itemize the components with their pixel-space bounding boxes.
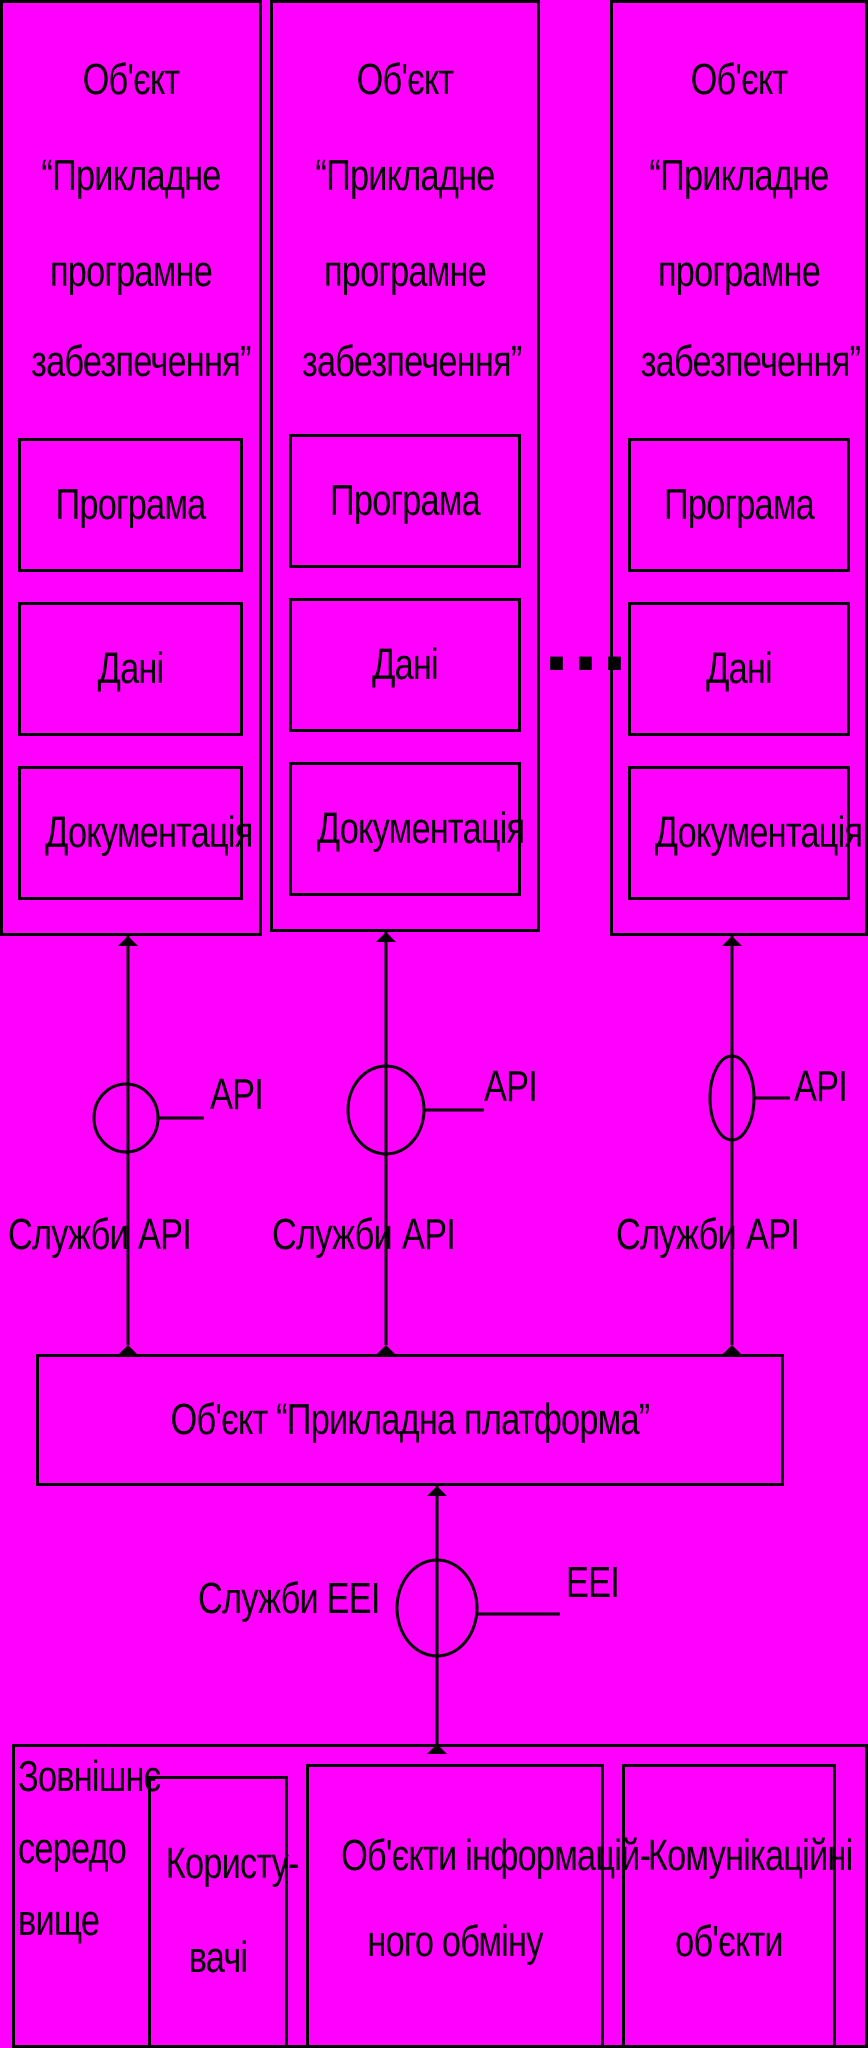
api-label: API — [794, 1062, 848, 1111]
data-label: Дані — [706, 644, 773, 693]
module-title-line: Об'єкт — [356, 55, 455, 104]
environment-title-line: вище — [18, 1896, 100, 1945]
module-title-line: “Прикладне — [41, 151, 221, 200]
app-software-object-3: Об'єкт “Прикладне програмне забезпечення… — [610, 0, 868, 936]
environment-title-line: середо — [18, 1824, 127, 1873]
program-box-1: Програма — [18, 438, 243, 572]
module-title-line: “Прикладне — [649, 151, 829, 200]
module-title-line: програмне — [657, 247, 821, 296]
environment-title-line: Зовнішнє — [18, 1752, 161, 1801]
data-box-2: Дані — [289, 598, 521, 732]
api-label: API — [210, 1070, 264, 1119]
module-title-line: Об'єкт — [82, 55, 181, 104]
module-title-line: програмне — [49, 247, 213, 296]
info-exchange-objects-box: Об'єкти інформацій- ного обміну — [306, 1764, 651, 2048]
services-label: Служби — [8, 1210, 129, 1259]
eei-services-label: Служби EEI — [198, 1574, 380, 1623]
comm-label-line: Комунікаційні — [647, 1831, 853, 1880]
communication-objects-box: Комунікаційні об'єкти — [622, 1764, 853, 2048]
services-api-label: API — [138, 1210, 192, 1259]
app-software-object-2: Об'єкт “Прикладне програмне забезпечення… — [270, 0, 540, 932]
data-label: Дані — [97, 644, 165, 693]
platform-label: Об'єкт “Прикладна платформа” — [170, 1395, 651, 1444]
services-label: Служби — [616, 1210, 737, 1259]
users-label-line: вачі — [188, 1933, 248, 1982]
program-box-3: Програма — [628, 438, 850, 572]
module-title-line: Об'єкт — [690, 55, 789, 104]
services-label: Служби — [272, 1210, 393, 1259]
services-api-label: API — [402, 1210, 456, 1259]
users-box: Користу- вачі — [148, 1776, 300, 2048]
module-title-line: забезпечення” — [302, 337, 522, 386]
app-software-object-1: Об'єкт “Прикладне програмне забезпечення… — [0, 0, 262, 936]
data-box-1: Дані — [18, 602, 243, 736]
data-label: Дані — [372, 640, 439, 689]
comm-label-line: об'єкти — [675, 1917, 783, 1966]
eei-interface-circle — [395, 1558, 479, 1658]
api-interface-circle — [92, 1082, 160, 1154]
docs-label: Документація — [316, 804, 525, 853]
services-api-label: API — [746, 1210, 800, 1259]
module-title-line: забезпечення” — [31, 337, 251, 386]
users-label-line: Користу- — [165, 1839, 300, 1888]
application-platform-object: Об'єкт “Прикладна платформа” — [36, 1354, 784, 1486]
eei-label: EEI — [566, 1558, 620, 1607]
module-title-line: “Прикладне — [315, 151, 495, 200]
info-label-line: ного обміну — [367, 1917, 543, 1966]
module-title-line: забезпечення” — [640, 337, 861, 386]
docs-box-2: Документація — [289, 762, 525, 896]
info-label-line: Об'єкти інформацій- — [341, 1831, 651, 1880]
api-label: API — [484, 1062, 538, 1111]
program-box-2: Програма — [289, 434, 521, 568]
docs-box-1: Документація — [18, 766, 253, 900]
program-label: Програма — [330, 476, 481, 525]
docs-box-3: Документація — [628, 766, 863, 900]
module-title-line: програмне — [323, 247, 487, 296]
program-label: Програма — [55, 480, 207, 529]
program-label: Програма — [664, 480, 815, 529]
data-box-3: Дані — [628, 602, 850, 736]
